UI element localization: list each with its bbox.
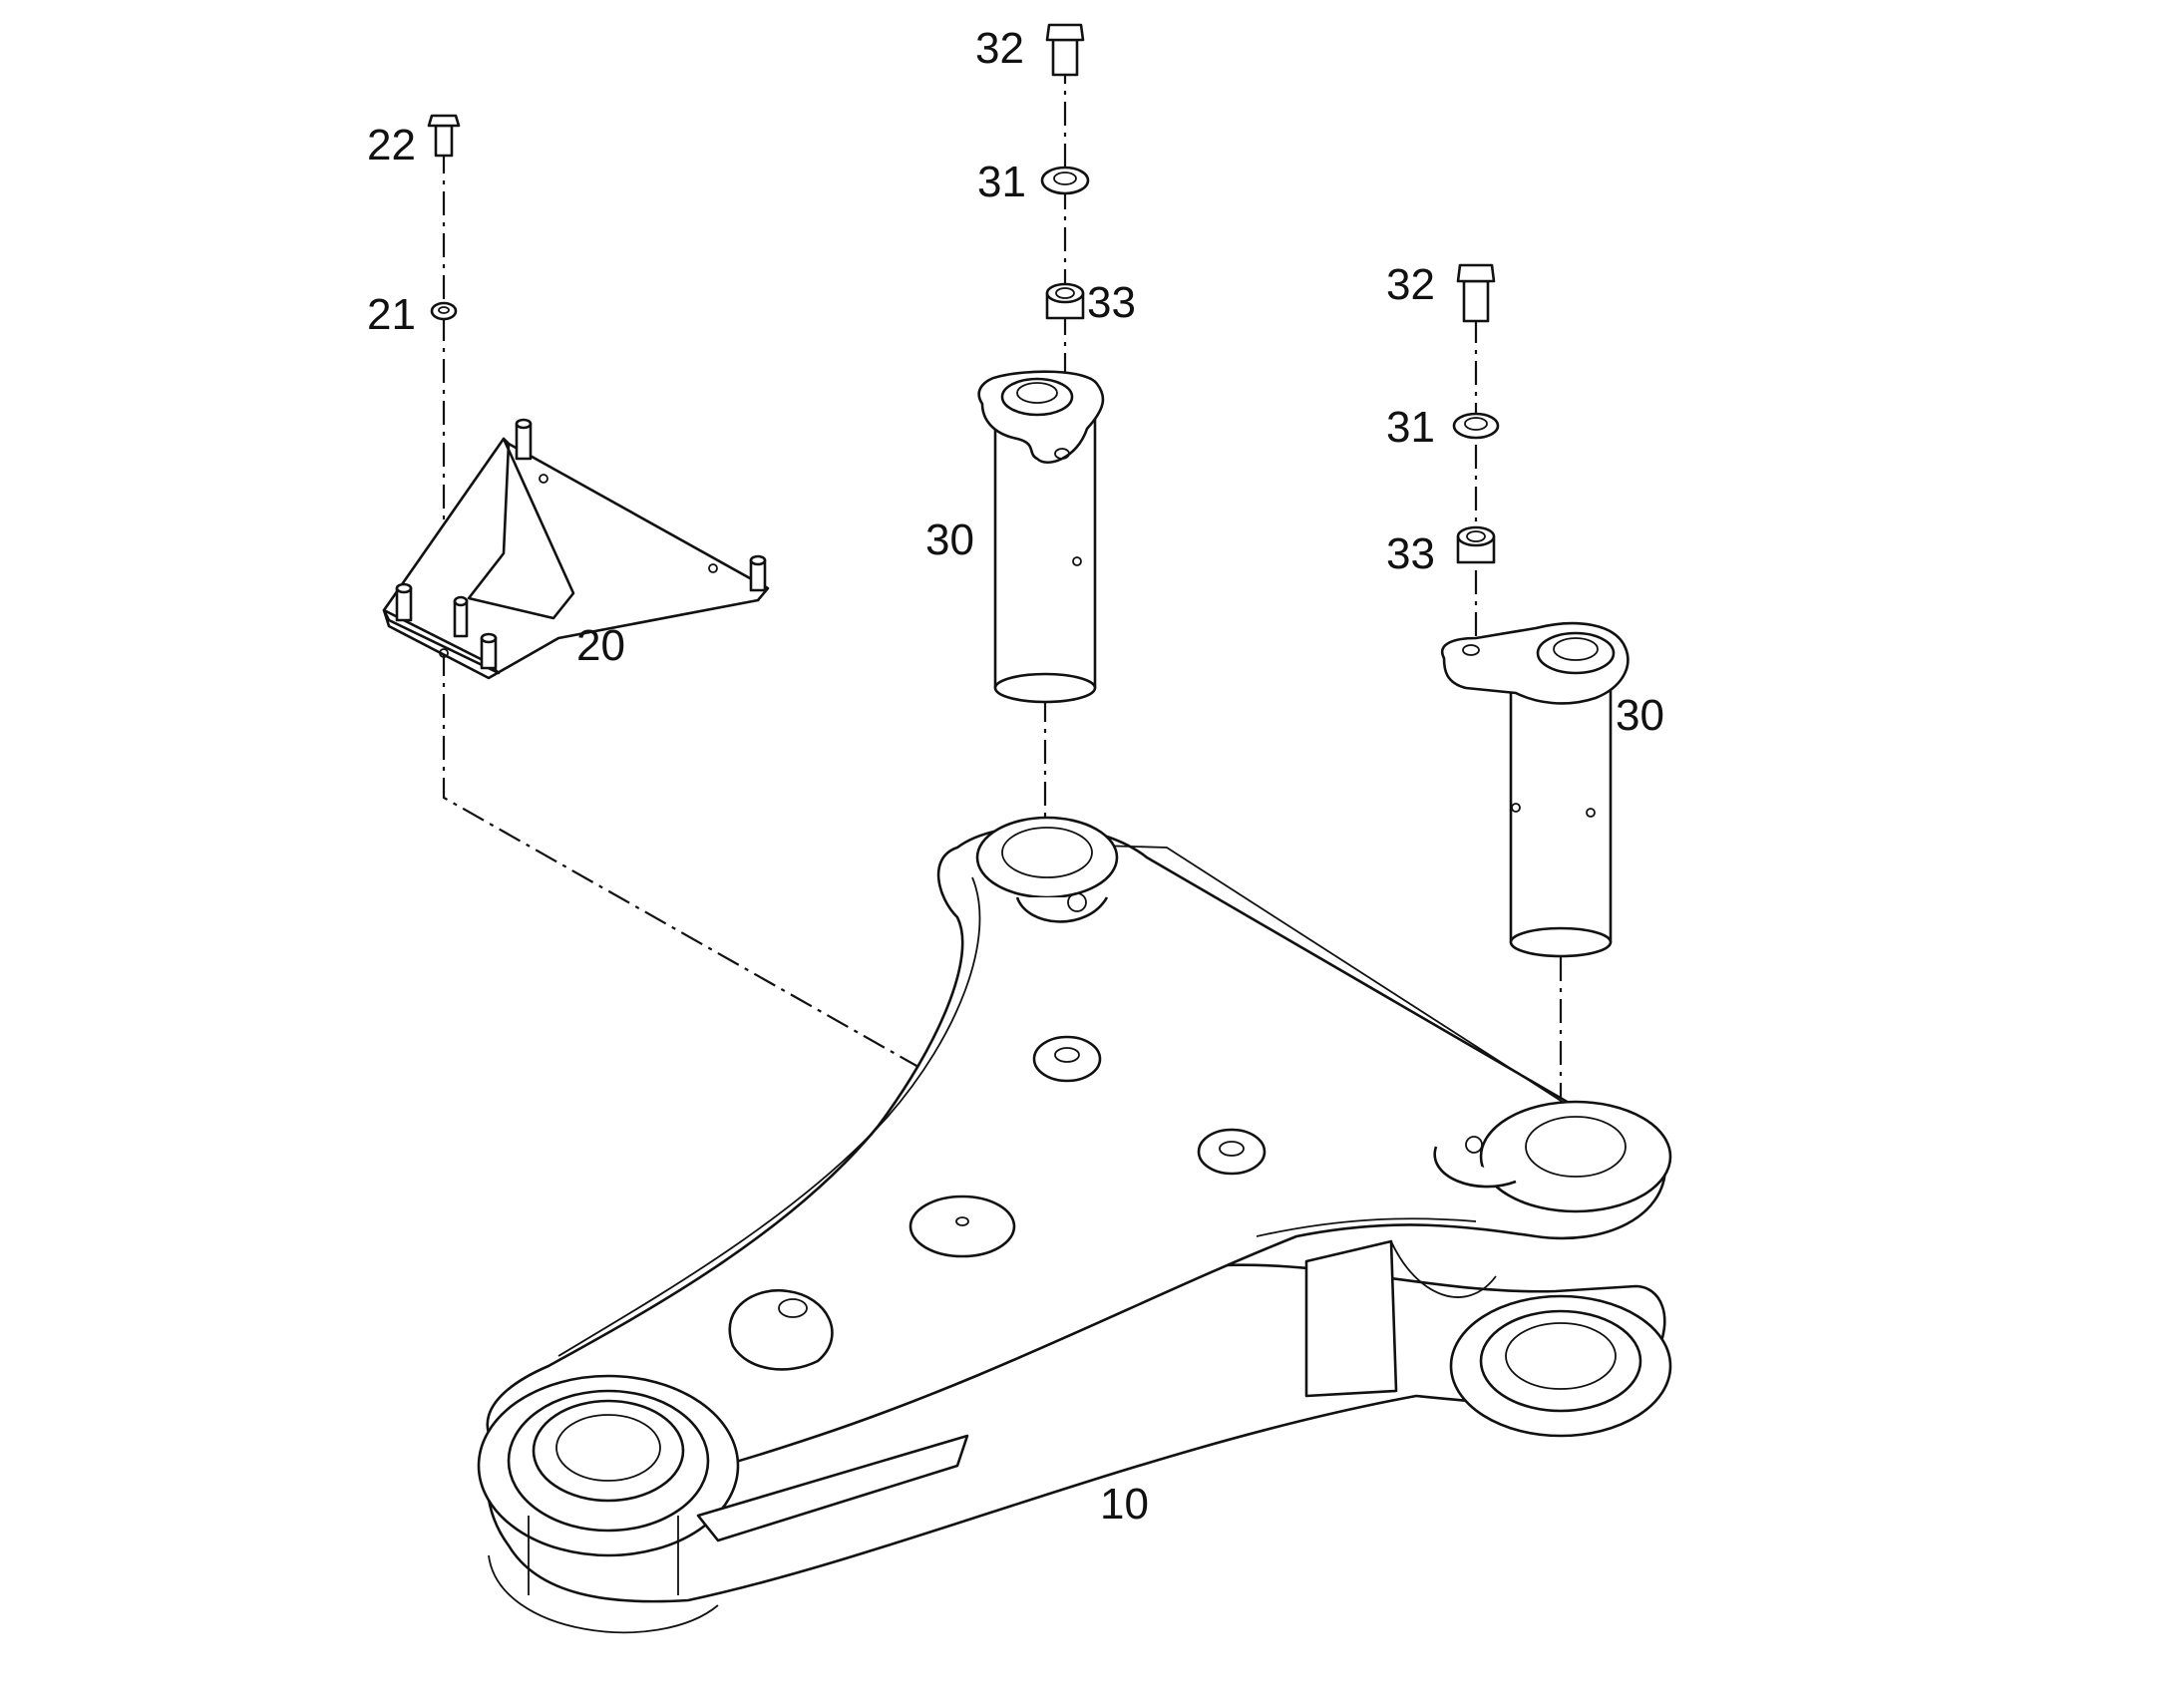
pin-part-30-right bbox=[1440, 621, 1630, 958]
bracket-part-20 bbox=[382, 418, 770, 680]
callout-21: 21 bbox=[367, 290, 416, 339]
callout-31-right: 31 bbox=[1386, 403, 1435, 452]
callout-20: 20 bbox=[576, 621, 625, 670]
spacer-part-33-right bbox=[1456, 525, 1496, 564]
bolt-part-22 bbox=[427, 114, 461, 158]
callout-30-left: 30 bbox=[925, 515, 974, 564]
a-arm-part-10 bbox=[477, 816, 1672, 1634]
callout-31-left: 31 bbox=[977, 158, 1026, 206]
bolt-part-32-left bbox=[1045, 23, 1085, 77]
callout-22: 22 bbox=[367, 121, 416, 170]
callout-32-left: 32 bbox=[975, 24, 1024, 73]
callout-30-right: 30 bbox=[1616, 691, 1664, 740]
bolt-part-32-right bbox=[1456, 263, 1496, 323]
callout-32-right: 32 bbox=[1386, 260, 1435, 309]
callout-33-left: 33 bbox=[1087, 278, 1136, 327]
spacer-part-33-left bbox=[1045, 282, 1085, 320]
washer-part-31-right bbox=[1452, 412, 1500, 440]
washer-part-31-left bbox=[1040, 166, 1090, 195]
washer-part-21 bbox=[430, 301, 458, 321]
part-callouts: 32 31 33 30 22 21 20 32 31 33 30 10 bbox=[367, 24, 1664, 1529]
callout-10: 10 bbox=[1100, 1480, 1149, 1529]
pin-part-30-left bbox=[977, 370, 1105, 704]
callout-33-right: 33 bbox=[1386, 529, 1435, 578]
